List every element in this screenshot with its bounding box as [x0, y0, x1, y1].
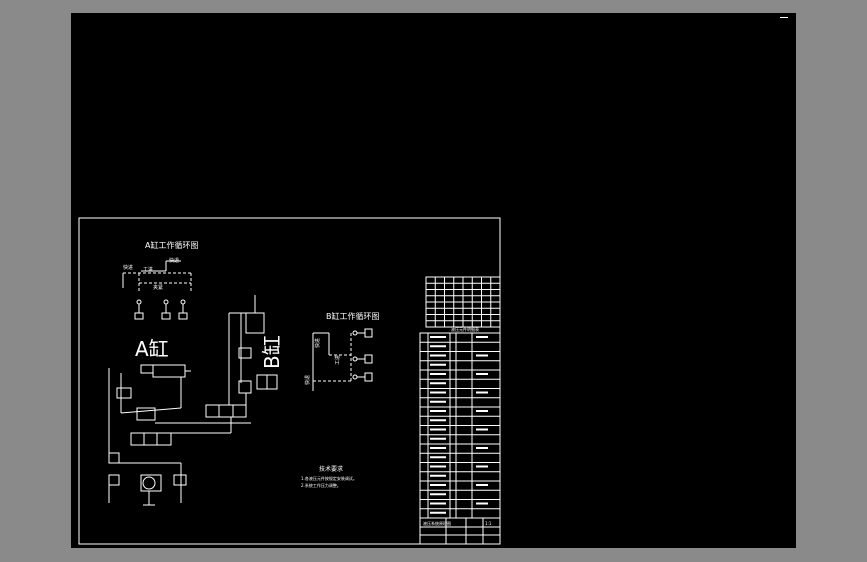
parts-list-cell-text	[430, 447, 446, 449]
tech-req-line-2: 2.系统工作压力调整。	[301, 482, 341, 488]
parts-list-cell-text	[430, 363, 446, 366]
parts-list-cell-text	[476, 354, 488, 357]
b-cycle-diagram: 快进 工进 快退	[304, 328, 373, 391]
parts-list-cell-text	[430, 437, 446, 440]
a-label-clamp: 夹紧	[153, 284, 163, 291]
cylinder-b-label: B缸	[260, 335, 284, 369]
parts-list-cell-text	[430, 410, 446, 412]
a-label-fast-fwd: 快进	[123, 264, 133, 271]
tech-req-title: 技术要求	[319, 465, 343, 473]
parts-list-cell-text	[430, 428, 446, 431]
parts-list-cell-text	[476, 465, 488, 468]
parts-list-cell-text	[476, 391, 488, 394]
b-label-3: 快退	[304, 375, 311, 385]
parts-list-cell-text	[430, 391, 446, 394]
parts-list-cell-text	[476, 373, 488, 375]
b-cycle-title: B缸工作循环图	[326, 311, 380, 321]
parts-list-cell-text	[430, 373, 446, 375]
b-label-1: 快进	[314, 338, 321, 348]
parts-list-cell-text	[430, 511, 446, 514]
parts-list-cell-text	[476, 447, 488, 449]
hydraulic-circuit	[108, 295, 278, 506]
parts-list-cell-text	[430, 400, 446, 403]
parts-list-cell-text	[430, 465, 446, 468]
a-cycle-diagram: 快退 工进 快进 夹紧	[122, 257, 192, 320]
title-block-name: 液压系统原理图	[423, 520, 451, 526]
parts-header: 液压元件明细表	[451, 326, 479, 332]
minimize-icon[interactable]	[779, 15, 789, 21]
tech-req-line-1: 1.各液压元件按规定安装调试。	[301, 475, 357, 481]
drawing-sheet: A缸工作循环图 快退 工进 快进 夹紧 A缸 B缸	[78, 217, 501, 545]
parts-list-cell-text	[430, 345, 446, 348]
cylinder-a-label: A缸	[135, 337, 169, 361]
parts-list-cell-text	[476, 502, 488, 505]
parts-list-cell-text	[476, 428, 488, 431]
parts-list-cell-text	[476, 484, 488, 486]
parts-list-cell-text	[430, 474, 446, 477]
parts-list-cell-text	[430, 354, 446, 357]
parts-list-cell-text	[430, 484, 446, 486]
parts-list-cell-text	[430, 456, 446, 459]
b-label-2: 工进	[334, 355, 341, 365]
parts-list-cell-text	[476, 336, 488, 338]
title-block: 液压系统原理图 1:1	[419, 517, 501, 545]
parts-list	[419, 332, 501, 519]
a-cycle-title: A缸工作循环图	[145, 240, 198, 250]
a-label-start: 工进	[143, 266, 153, 273]
sequence-table	[425, 276, 501, 328]
title-block-scale: 1:1	[485, 521, 492, 526]
drawing-viewport[interactable]: A缸工作循环图 快退 工进 快进 夹紧 A缸 B缸	[71, 13, 796, 548]
parts-list-cell-text	[476, 410, 488, 412]
parts-list-cell-text	[430, 336, 446, 338]
a-label-fast: 快退	[169, 257, 179, 264]
parts-list-cell-text	[430, 382, 446, 385]
parts-list-cell-text	[430, 419, 446, 422]
parts-list-cell-text	[430, 493, 446, 496]
parts-list-cell-text	[430, 502, 446, 505]
